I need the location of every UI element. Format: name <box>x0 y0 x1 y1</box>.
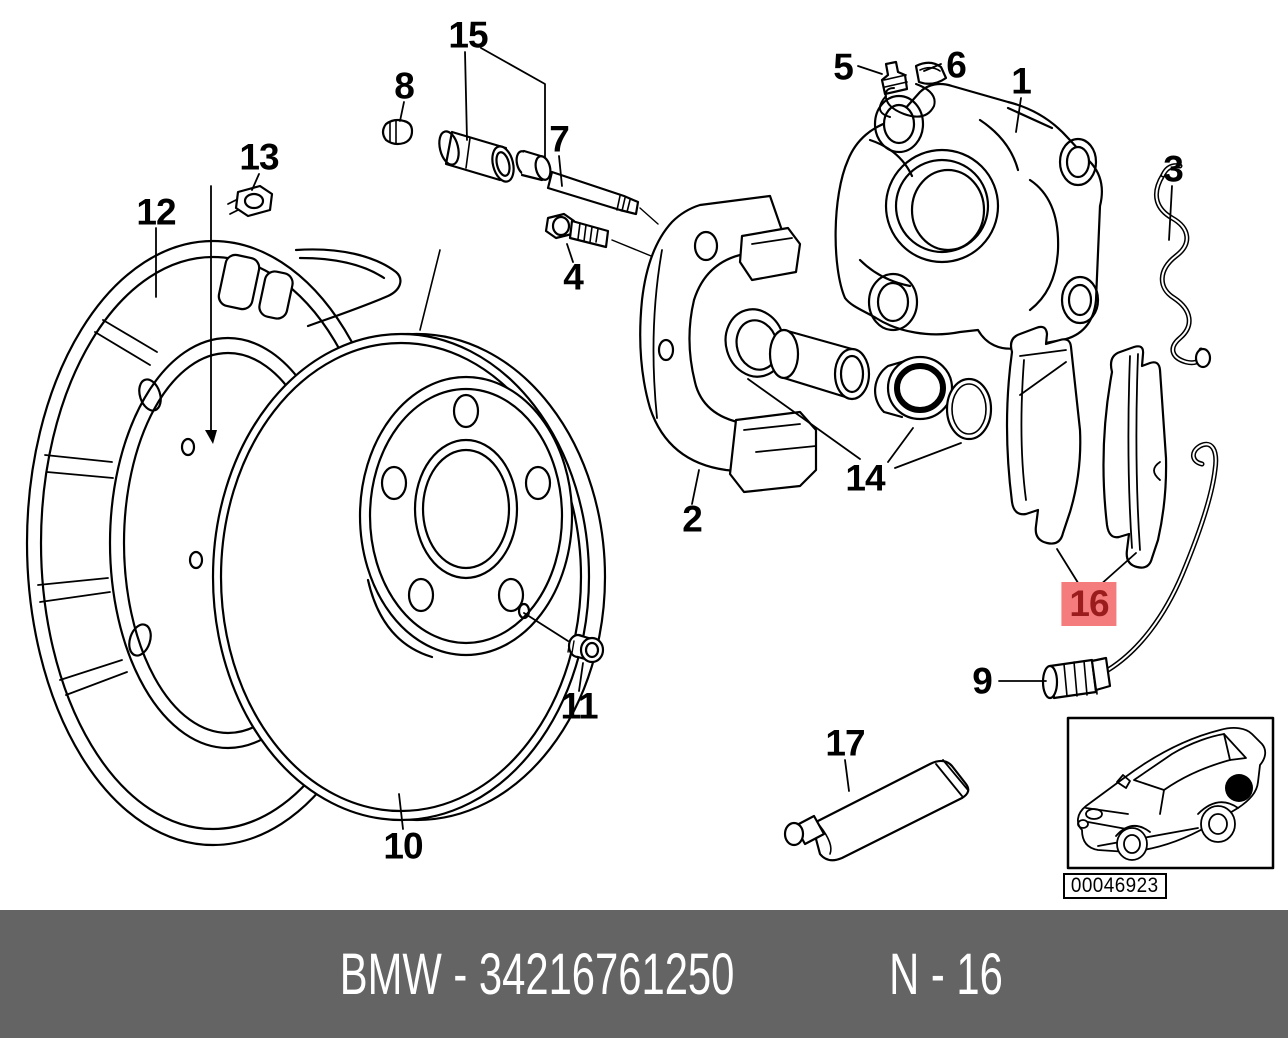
image-code: 00046923 <box>1071 874 1159 897</box>
part-label-3[interactable]: 3 <box>1163 148 1184 190</box>
brake-caliper-drawing <box>834 82 1103 350</box>
part-label-4[interactable]: 4 <box>563 256 584 298</box>
piston-repair-kit-drawing <box>724 308 993 441</box>
footer-section-code: N - 16 <box>889 941 1003 1007</box>
brake-disc-drawing <box>211 332 607 822</box>
car-rear-brake-location-icon <box>1077 727 1267 861</box>
image-code-box: 00046923 <box>1063 873 1167 899</box>
part-label-14[interactable]: 14 <box>845 457 885 499</box>
part-label-17[interactable]: 17 <box>825 722 865 764</box>
brake-assembly-diagram <box>25 47 1275 870</box>
car-location-inset <box>1066 716 1275 870</box>
brake-pads-drawing <box>1005 325 1168 569</box>
paste-tube-drawing <box>783 759 970 862</box>
disc-set-screw-drawing <box>567 633 605 664</box>
part-label-5[interactable]: 5 <box>833 46 854 88</box>
footer-part-number: BMW - 34216761250 <box>339 941 735 1007</box>
part-label-7[interactable]: 7 <box>549 118 570 160</box>
footer-bar: BMW - 34216761250 N - 16 <box>0 910 1288 1038</box>
wear-sensor-drawing <box>1041 441 1219 700</box>
part-label-1[interactable]: 1 <box>1011 60 1032 102</box>
guide-bush-parts-drawing <box>381 118 659 259</box>
part-label-11[interactable]: 11 <box>560 685 598 727</box>
part-label-13[interactable]: 13 <box>239 136 279 178</box>
caliper-carrier-drawing <box>639 194 818 494</box>
shield-bolt-drawing <box>227 184 274 218</box>
part-label-9[interactable]: 9 <box>972 660 993 702</box>
part-label-15[interactable]: 15 <box>448 14 488 56</box>
retaining-spring-drawing <box>1153 163 1212 369</box>
part-label-10[interactable]: 10 <box>383 825 423 867</box>
leader-lines <box>155 47 1173 830</box>
bleeder-screw-and-cap-drawing <box>879 60 948 118</box>
part-label-12[interactable]: 12 <box>136 191 176 233</box>
part-label-2[interactable]: 2 <box>682 498 703 540</box>
part-label-16-highlighted[interactable]: 16 <box>1061 582 1117 626</box>
rear-brake-highlight-dot <box>1225 774 1253 802</box>
part-label-6[interactable]: 6 <box>946 44 967 86</box>
part-label-8[interactable]: 8 <box>394 65 415 107</box>
